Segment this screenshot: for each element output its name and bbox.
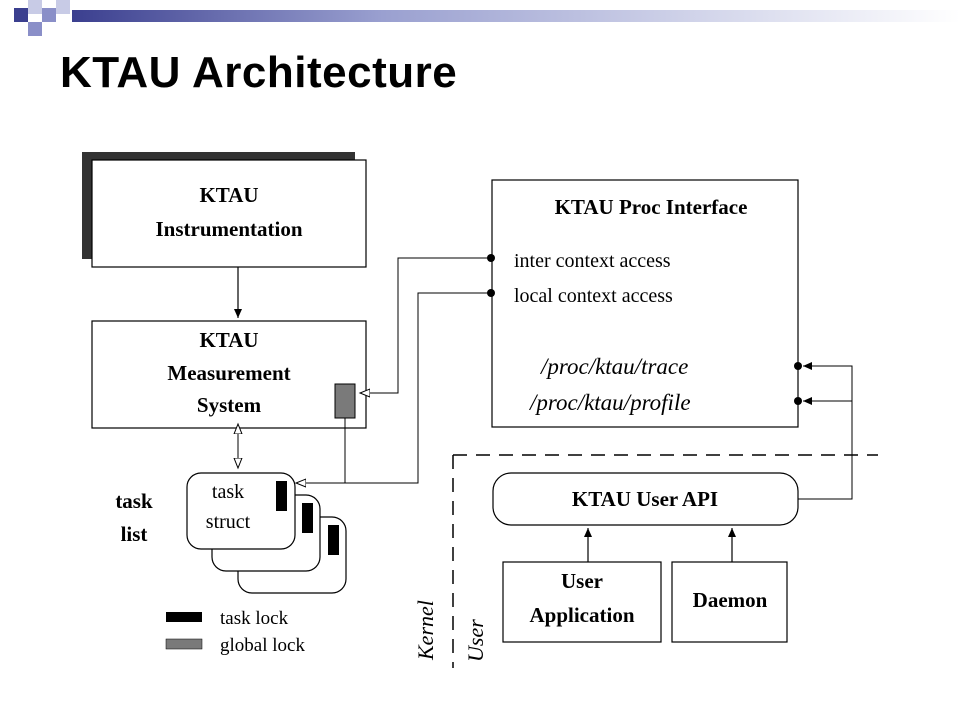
measurement-system-box: KTAU Measurement System	[91, 320, 367, 429]
user-label: User	[463, 619, 488, 662]
task-struct-line-2: struct	[206, 511, 251, 533]
measurement-line-2: Measurement	[167, 361, 290, 385]
user-application-line-2: Application	[529, 603, 634, 627]
inter-context-connector	[360, 257, 491, 393]
task-lock-legend-label: task lock	[220, 608, 289, 629]
global-lock-legend-swatch	[165, 638, 203, 650]
header-square	[14, 8, 28, 22]
slide-header-decoration	[14, 0, 960, 36]
local-context-access-label: local context access	[514, 285, 673, 307]
instrumentation-line-2: Instrumentation	[155, 217, 302, 241]
daemon-label: Daemon	[693, 588, 768, 612]
task-struct-stack: task struct	[186, 472, 347, 594]
task-lock-marker	[328, 525, 339, 555]
user-api-to-proc-connector	[798, 362, 853, 500]
header-gradient-bar	[72, 10, 960, 22]
task-lock-marker	[276, 481, 287, 511]
instrumentation-line-1: KTAU	[199, 183, 258, 207]
header-square	[28, 22, 42, 36]
legend: task lock global lock	[165, 608, 305, 656]
local-context-connector	[296, 292, 491, 483]
proc-interface-box: KTAU Proc Interface inter context access…	[487, 179, 802, 428]
task-lock-marker	[302, 503, 313, 533]
proc-interface-title: KTAU Proc Interface	[555, 195, 748, 219]
proc-profile-label: /proc/ktau/profile	[528, 390, 691, 415]
slide-title: KTAU Architecture	[60, 48, 458, 97]
proc-trace-label: /proc/ktau/trace	[539, 354, 688, 379]
measurement-line-1: KTAU	[199, 328, 258, 352]
header-square	[42, 8, 56, 22]
measurement-line-3: System	[197, 393, 262, 417]
inter-context-access-label: inter context access	[514, 250, 671, 272]
user-api-box: KTAU User API	[492, 472, 799, 526]
task-list-label-1: task	[115, 489, 153, 513]
global-lock-connector	[344, 418, 346, 484]
profile-dot	[794, 397, 802, 405]
header-square	[28, 0, 42, 14]
trace-dot	[794, 362, 802, 370]
kernel-label: Kernel	[413, 600, 438, 661]
user-application-box: User Application	[502, 561, 662, 643]
header-square	[56, 0, 70, 14]
global-lock-legend-label: global lock	[220, 635, 305, 656]
task-list-label-2: list	[121, 522, 148, 546]
task-struct-line-1: task	[212, 481, 244, 503]
task-lock-legend-swatch	[166, 612, 202, 622]
user-api-label: KTAU User API	[572, 487, 718, 511]
global-lock-marker	[334, 383, 356, 419]
daemon-box: Daemon	[671, 561, 788, 643]
instrumentation-box: KTAU Instrumentation	[82, 152, 367, 268]
user-application-line-1: User	[561, 569, 603, 593]
